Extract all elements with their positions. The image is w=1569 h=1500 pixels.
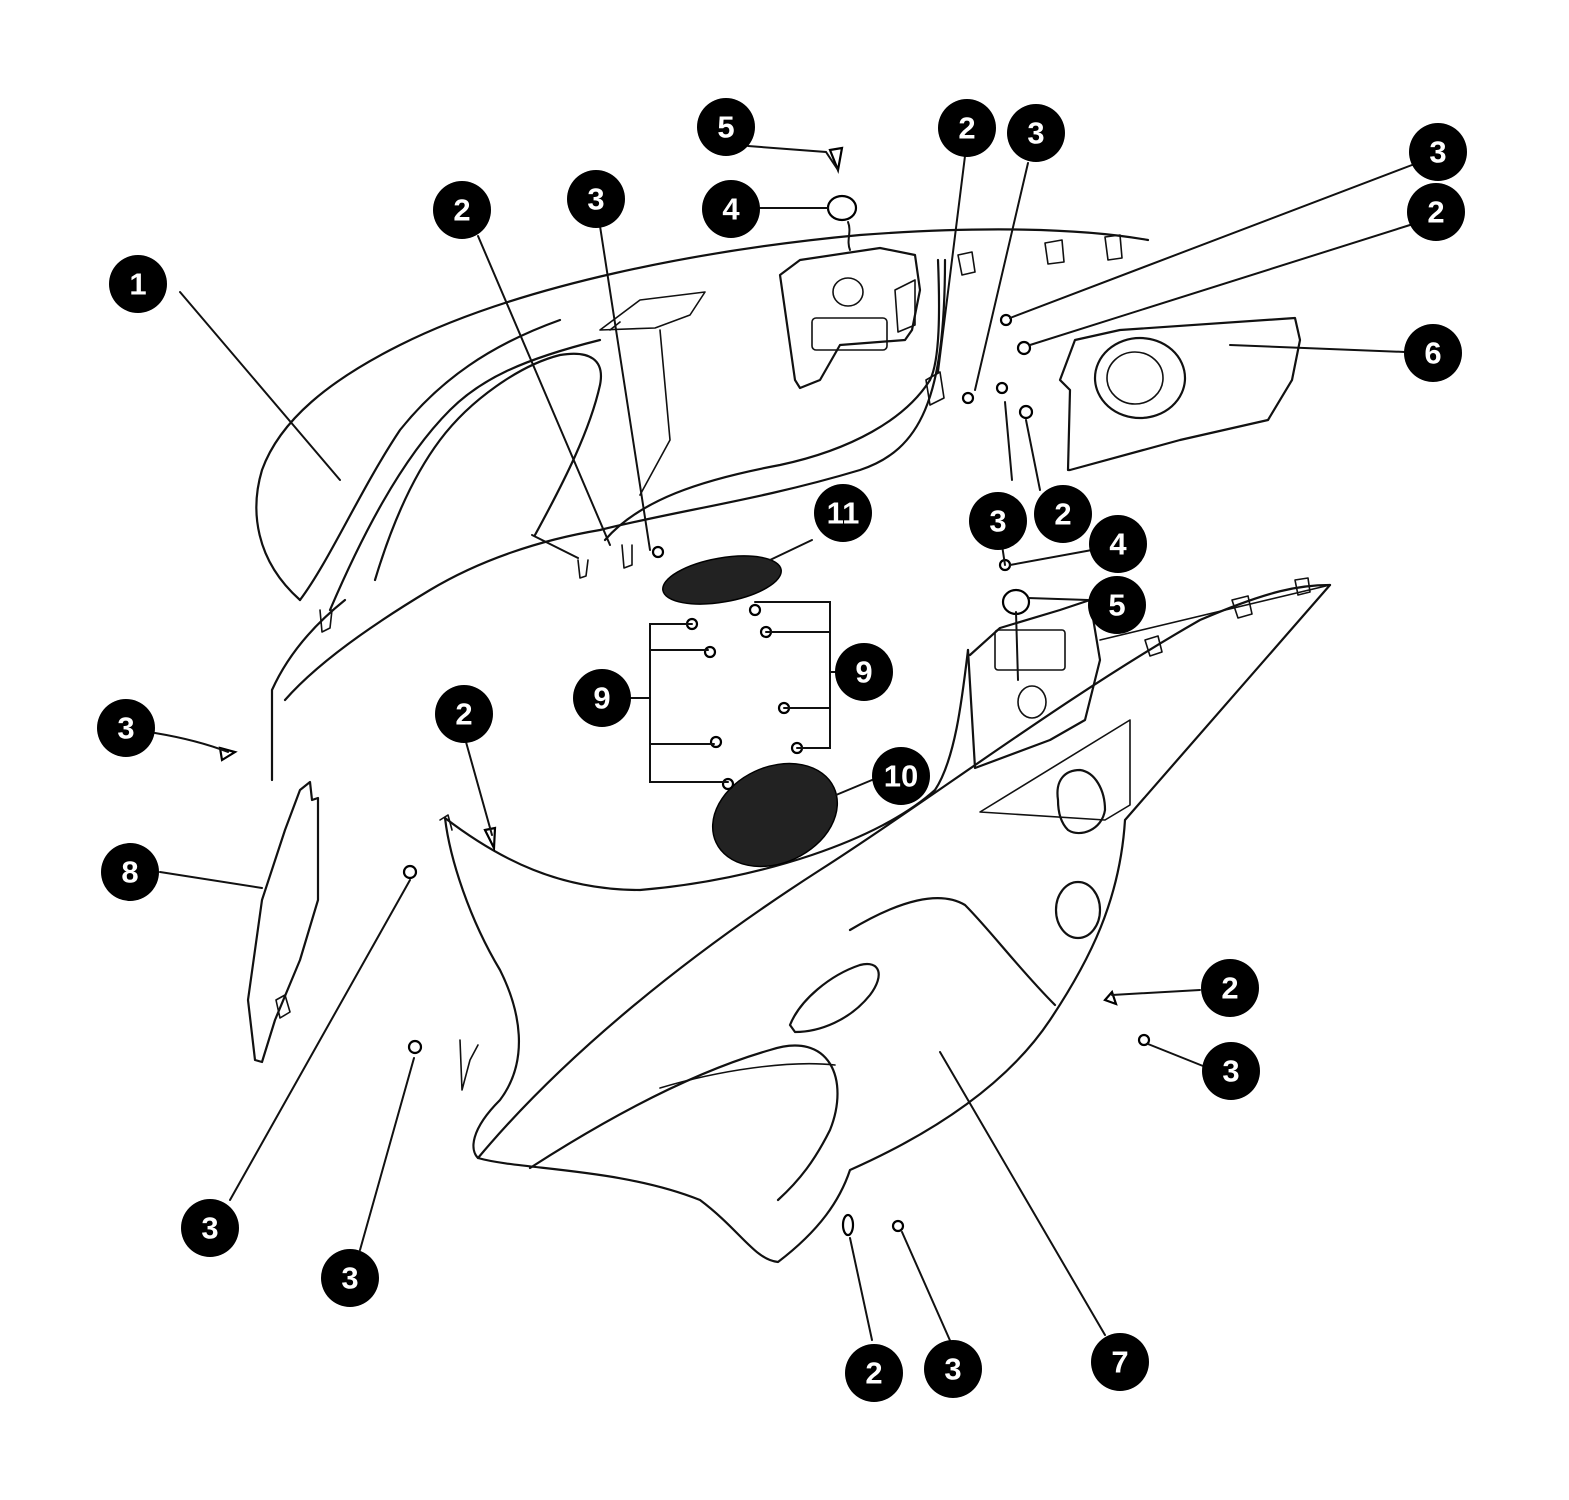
callout-badges: 1 2 3 5 4 2 3 3 2 6 11 3 2 4 5 9 9 3 2 1…	[97, 98, 1467, 1402]
svg-text:3: 3	[1222, 1054, 1239, 1089]
svg-text:2: 2	[865, 1356, 882, 1391]
part-11-upper-mesh	[662, 555, 782, 605]
callout-badge: 2	[1407, 183, 1465, 241]
callout-badge: 2	[433, 181, 491, 239]
callout-badge: 2	[435, 685, 493, 743]
svg-text:2: 2	[958, 111, 975, 146]
callout-badge: 2	[1201, 959, 1259, 1017]
svg-text:1: 1	[129, 267, 146, 302]
callout-badge: 10	[872, 747, 930, 805]
svg-text:2: 2	[1221, 971, 1238, 1006]
svg-text:9: 9	[855, 655, 872, 690]
callout-badge: 3	[1007, 104, 1065, 162]
svg-text:2: 2	[453, 193, 470, 228]
callout-badge: 2	[1034, 485, 1092, 543]
callout-badge: 7	[1091, 1333, 1149, 1391]
svg-text:8: 8	[121, 855, 138, 890]
svg-text:3: 3	[201, 1211, 218, 1246]
callout-badge: 2	[938, 99, 996, 157]
callout-badge: 3	[567, 170, 625, 228]
callout-badge: 3	[1409, 123, 1467, 181]
svg-text:6: 6	[1424, 336, 1441, 371]
svg-text:9: 9	[593, 681, 610, 716]
callout-badge: 4	[1089, 515, 1147, 573]
callout-badge: 3	[321, 1249, 379, 1307]
svg-text:2: 2	[455, 697, 472, 732]
callout-badge: 1	[109, 255, 167, 313]
svg-text:3: 3	[587, 182, 604, 217]
part-7-lower-fairing	[439, 577, 1332, 1264]
svg-text:11: 11	[827, 496, 860, 531]
leader-lines	[154, 145, 1413, 1346]
callout-badge: 3	[97, 699, 155, 757]
callout-badge: 3	[924, 1340, 982, 1398]
callout-badge: 9	[573, 669, 631, 727]
svg-text:7: 7	[1111, 1345, 1128, 1380]
svg-text:2: 2	[1054, 497, 1071, 532]
callout-badge: 4	[702, 180, 760, 238]
callout-badge: 3	[969, 492, 1027, 550]
callout-badge: 6	[1404, 324, 1462, 382]
svg-text:4: 4	[722, 192, 740, 227]
part-10-lower-mesh	[711, 762, 839, 868]
svg-text:3: 3	[944, 1352, 961, 1387]
callout-badge: 9	[835, 643, 893, 701]
svg-text:4: 4	[1109, 527, 1127, 562]
callout-badge: 3	[1202, 1042, 1260, 1100]
callout-badge: 2	[845, 1344, 903, 1402]
svg-text:3: 3	[1429, 135, 1446, 170]
svg-text:2: 2	[1427, 195, 1444, 230]
callout-badge: 3	[181, 1199, 239, 1257]
callout-badge: 5	[1088, 576, 1146, 634]
svg-text:3: 3	[341, 1261, 358, 1296]
svg-text:3: 3	[117, 711, 134, 746]
callout-badge: 8	[101, 843, 159, 901]
callout-badge: 5	[697, 98, 755, 156]
svg-text:3: 3	[989, 504, 1006, 539]
svg-text:5: 5	[717, 110, 734, 145]
part-1-upper-fairing	[255, 228, 1150, 782]
part-8-side-strip	[246, 780, 320, 1064]
callout-badge: 11	[814, 484, 872, 542]
svg-text:10: 10	[884, 759, 918, 794]
svg-text:5: 5	[1108, 588, 1125, 623]
part-6-side-panel	[1058, 316, 1302, 472]
svg-text:3: 3	[1027, 116, 1044, 151]
fasteners	[218, 146, 1151, 1237]
